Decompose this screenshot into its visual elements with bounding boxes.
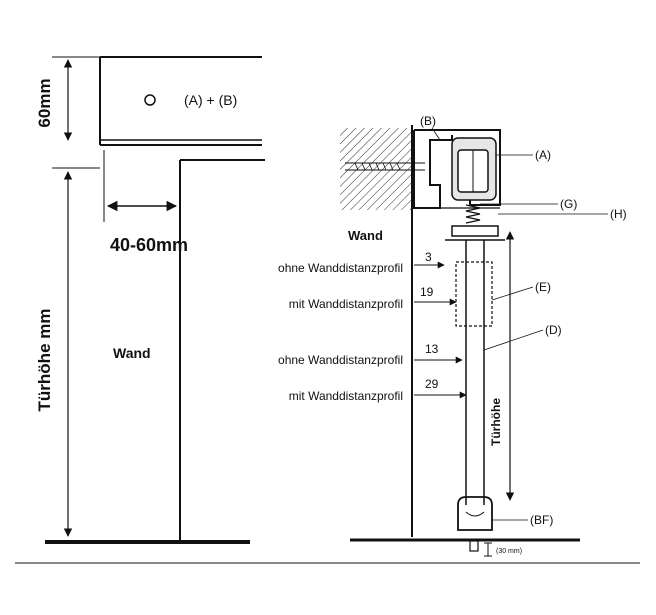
- bracket-e: [455, 261, 493, 327]
- floor-pin: [469, 540, 479, 552]
- floor-gap-label: (30 mm): [496, 548, 522, 555]
- left-wall-label: Wand: [113, 345, 151, 361]
- door-height-label: Türhöhe mm: [35, 309, 54, 412]
- callout-a: (A): [535, 148, 551, 162]
- dim-label-4: mit Wanddistanzprofil: [289, 389, 403, 403]
- callout-g: (G): [560, 197, 577, 211]
- dim-value-3: 13: [425, 342, 439, 356]
- right-wall-label: Wand: [348, 228, 383, 243]
- right-door-height-label: Türhöhe: [489, 398, 503, 446]
- callout-b: (B): [420, 114, 436, 128]
- dim-value-2: 19: [420, 285, 434, 299]
- dim-value-4: 29: [425, 377, 439, 391]
- left-drawing: (A) + (B) Wand 60mm Türhöhe mm 40-60mm: [35, 56, 265, 544]
- screw-hole-icon: [144, 94, 156, 106]
- bolt-icon: [465, 204, 481, 224]
- callout-d: (D): [545, 323, 562, 337]
- dim-label-3: ohne Wanddistanzprofil: [278, 353, 403, 367]
- dim-value-1: 3: [425, 250, 432, 264]
- height-60-label: 60mm: [35, 78, 54, 127]
- wall-hatch: [340, 128, 412, 210]
- rail-profile: [413, 129, 501, 209]
- right-drawing: Wand Türhöhe (30 mm): [278, 114, 627, 557]
- callout-bf: (BF): [530, 513, 553, 527]
- gap-width-label: 40-60mm: [110, 235, 188, 255]
- dim-label-2: mit Wanddistanzprofil: [289, 297, 403, 311]
- callout-h: (H): [610, 207, 627, 221]
- dim-label-1: ohne Wanddistanzprofil: [278, 261, 403, 275]
- callout-e: (E): [535, 280, 551, 294]
- hanger-plate: [451, 225, 499, 237]
- floor-guide: [457, 496, 493, 531]
- label-ab: (A) + (B): [184, 92, 237, 108]
